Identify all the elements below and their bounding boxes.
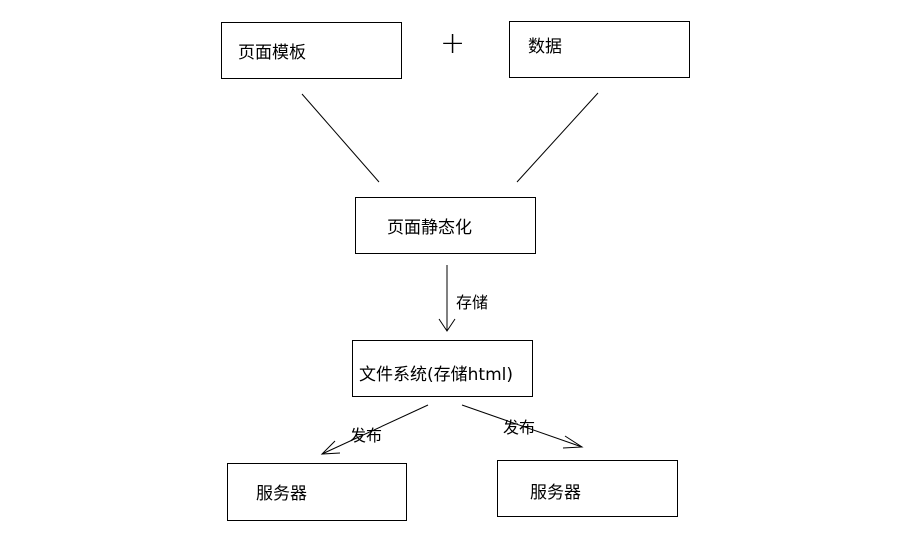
publish-right-label: 发布: [503, 418, 536, 437]
template-label: 页面模板: [238, 43, 306, 63]
data-label: 数据: [528, 37, 562, 57]
publish-right-arrow: [461, 404, 584, 449]
template-to-static-line: [301, 93, 380, 183]
publish-left-label: 发布: [350, 426, 383, 445]
plus-sign: +: [440, 26, 466, 61]
store-label: 存储: [456, 293, 489, 312]
store-arrow: [438, 265, 456, 332]
data-node: 数据: [509, 21, 690, 78]
server-left-label: 服务器: [256, 484, 307, 504]
filesystem-label: 文件系统(存储html): [359, 365, 513, 385]
filesystem-node: 文件系统(存储html): [352, 340, 533, 397]
static-label: 页面静态化: [387, 218, 472, 238]
server-right-label: 服务器: [530, 483, 581, 503]
server-right-node: 服务器: [497, 460, 678, 517]
template-node: 页面模板: [221, 22, 402, 79]
publish-left-arrow: [320, 404, 429, 455]
server-left-node: 服务器: [227, 463, 407, 521]
data-to-static-line: [516, 92, 599, 183]
static-node: 页面静态化: [355, 197, 536, 254]
